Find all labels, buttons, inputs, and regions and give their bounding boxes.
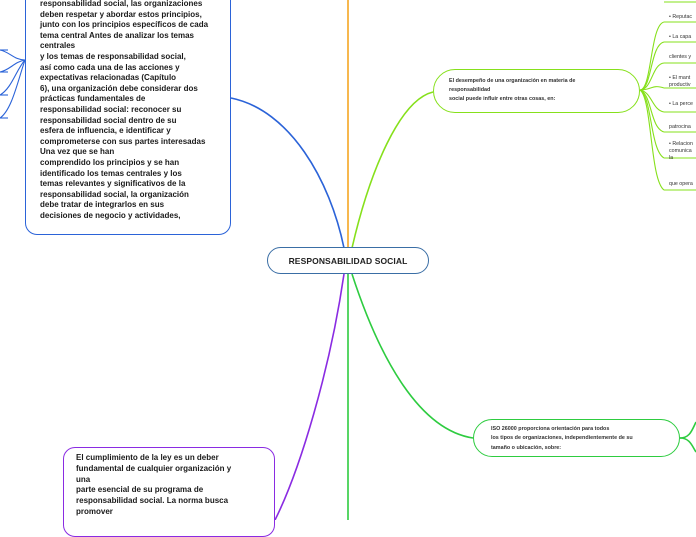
topic-text-line: deben respetar y abordar estos principio… — [40, 9, 202, 19]
green-subtopic-connectors — [679, 421, 696, 453]
topic-desempeno-organizacion[interactable]: El desempeño de una organización en mate… — [433, 69, 640, 113]
topic-text-line: responsabilidad — [449, 87, 491, 93]
topic-text-line: temas relevantes y significativos de la — [40, 179, 186, 189]
subtopic-item[interactable]: • La perce — [669, 101, 696, 108]
topic-text-line: responsabilidad social. La norma busca — [76, 496, 229, 506]
subtopic-text: • El mant — [669, 75, 691, 81]
subtopic-text: comunica — [669, 148, 692, 154]
topic-text-line: tamaño o ubicación, sobre: — [491, 444, 562, 451]
topic-text-line: ISO 26000 proporciona orientación para t… — [491, 426, 610, 432]
topic-text-line: tema central Antes de analizar los temas — [40, 30, 194, 40]
blue-subtopic-connectors — [0, 49, 26, 119]
topic-text-line: responsabilidad social, la organización — [40, 189, 189, 199]
topic-text-line: debe tratar de integrarlos en sus — [40, 200, 165, 210]
topic-iso-26000-orientacion[interactable]: ISO 26000 proporciona orientación para t… — [473, 419, 680, 457]
connector-green — [351, 273, 474, 439]
subtopic-text: • La perce — [669, 101, 693, 107]
connector-yellow-green — [351, 91, 434, 249]
topic-text-line: El cumplimiento de la ley es un deber — [76, 453, 219, 462]
subtopic-text: que opera — [669, 181, 693, 187]
subtopic-item[interactable]: que opera — [669, 181, 696, 188]
topic-principios-integracion[interactable]: responsabilidad social, las organizacion… — [25, 0, 231, 235]
connector-blue — [230, 97, 345, 249]
subtopic-text: • La capa — [669, 34, 692, 40]
subtopic-text: productiv — [669, 82, 691, 88]
topic-text-line: 6), una organización debe considerar dos — [40, 83, 198, 93]
topic-text-line: decisiones de negocio y actividades, — [40, 210, 181, 220]
subtopic-item[interactable]: • La capa — [669, 34, 696, 41]
topic-text-line: esfera de influencia, e identificar y — [40, 126, 171, 136]
topic-text-line: los tipos de organizaciones, independien… — [491, 435, 633, 442]
topic-text-line: así como cada una de las acciones y — [40, 62, 180, 72]
subtopic-item[interactable]: patrocina — [669, 124, 696, 131]
mindmap-connectors — [0, 0, 696, 520]
subtopic-text: patrocina — [669, 124, 691, 130]
topic-text-line: social puede influir entre otras cosas, … — [449, 96, 556, 102]
topic-text-line: prácticas fundamentales de — [40, 94, 146, 104]
topic-text-line: centrales — [40, 41, 76, 51]
topic-text-line: fundamental de cualquier organización y — [76, 463, 232, 473]
topic-text-line: parte esencial de su programa de — [76, 485, 204, 495]
topic-text-line: Una vez que se han — [40, 147, 115, 157]
subtopic-text: clientes y — [669, 54, 692, 60]
subtopic-text: • Reputac — [669, 14, 693, 20]
topic-text-line: El desempeño de una organización en mate… — [449, 78, 576, 84]
topic-text-line: responsabilidad social, las organizacion… — [40, 0, 203, 8]
topic-text-line: identificado los temas centrales y los — [40, 168, 182, 178]
central-topic[interactable]: RESPONSABILIDAD SOCIAL — [267, 247, 429, 274]
subtopic-text: la — [669, 155, 674, 161]
subtopic-item[interactable]: clientes y — [669, 54, 696, 61]
connector-purple — [274, 273, 345, 520]
topic-text-line: responsabilidad social: reconocer su — [40, 104, 182, 114]
topic-text-line: responsabilidad social dentro de su — [40, 115, 177, 125]
topic-text-line: junto con los principios específicos de … — [40, 20, 209, 30]
yellow-green-subtopic-connectors — [639, 1, 696, 191]
topic-text-line: comprendido los principios y se han — [40, 157, 180, 167]
subtopic-text: • Relacion — [669, 141, 693, 147]
topic-text-line: expectativas relacionadas (Capítulo — [40, 73, 177, 83]
topic-text-line: y los temas de responsabilidad social, — [40, 51, 186, 61]
topic-text-line: promover — [76, 506, 113, 516]
topic-text-line: una — [76, 474, 91, 484]
subtopic-item[interactable]: • Reputac — [669, 14, 696, 21]
topic-text-line: comprometerse con sus partes interesadas — [40, 136, 206, 146]
